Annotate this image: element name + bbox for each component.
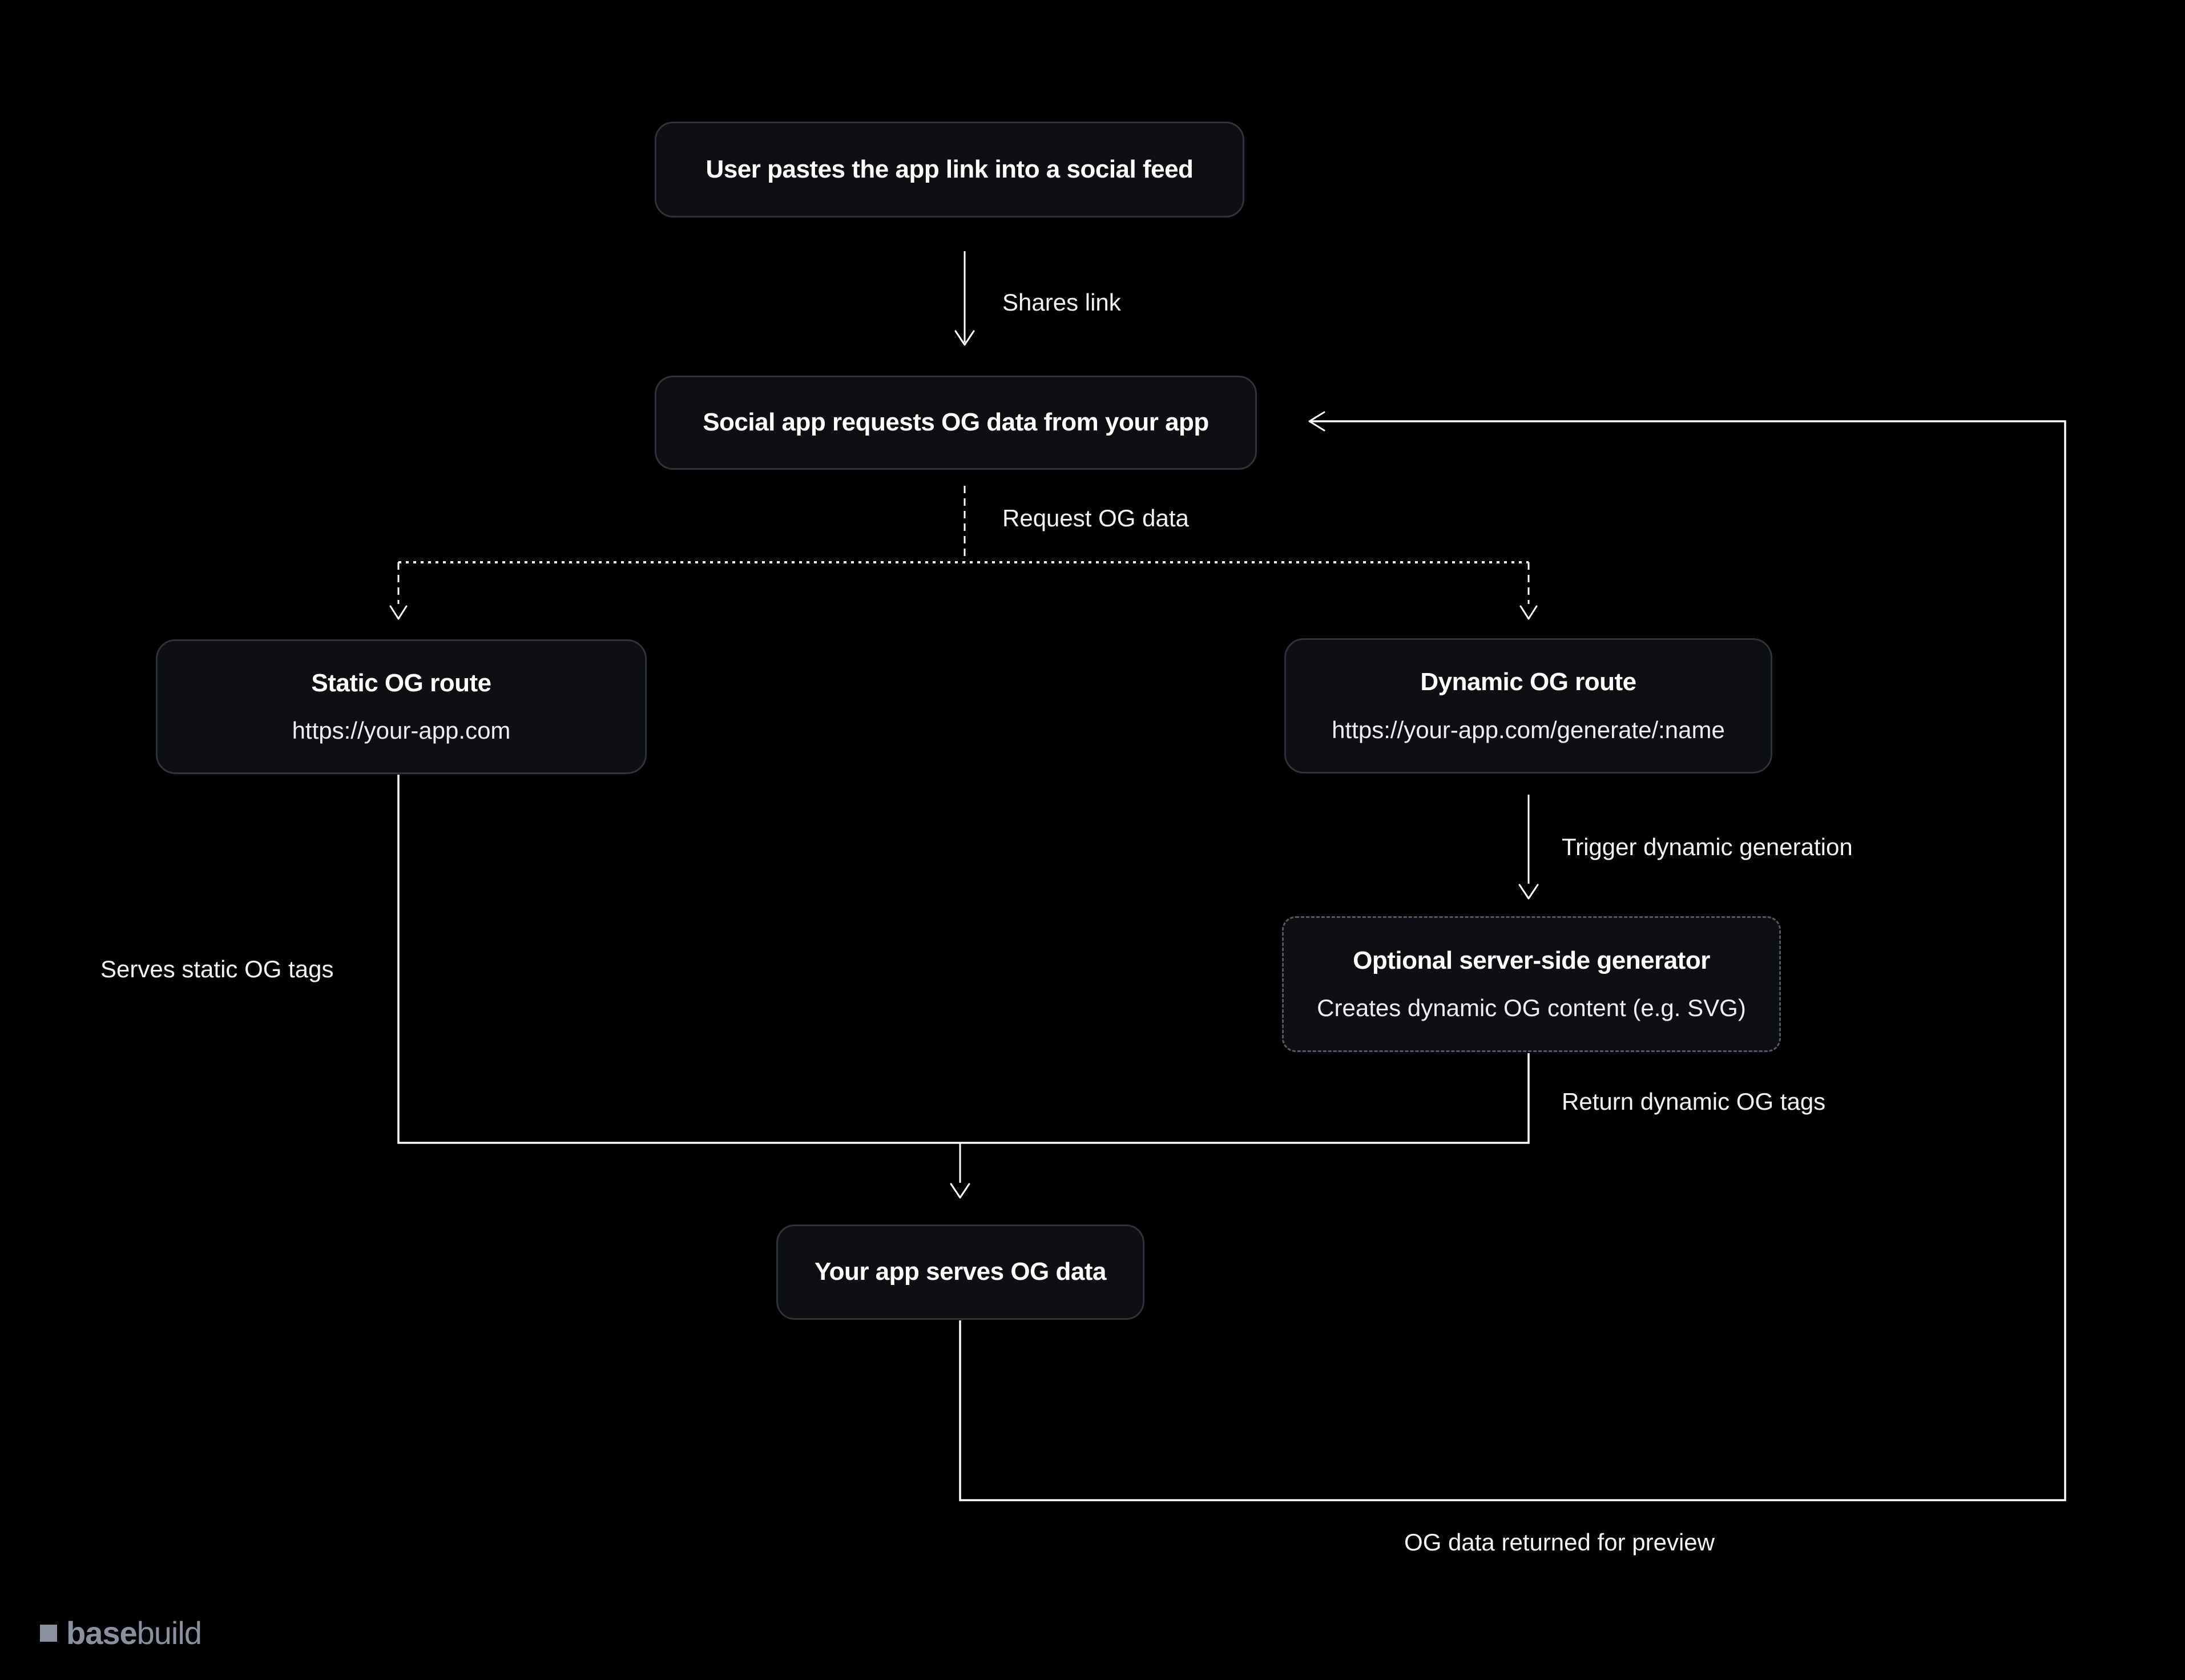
node-social-request-title: Social app requests OG data from your ap… — [703, 408, 1209, 437]
label-return-dynamic: Return dynamic OG tags — [1562, 1088, 1826, 1115]
brand-name-bold: base — [66, 1615, 138, 1651]
label-trigger-dynamic: Trigger dynamic generation — [1562, 833, 1853, 860]
node-serve-og: Your app serves OG data — [776, 1224, 1144, 1320]
node-static-route: Static OG route https://your-app.com — [156, 639, 647, 774]
brand-logo: base build — [40, 1615, 202, 1651]
edge-merge-path — [397, 775, 1530, 1144]
node-static-route-url: https://your-app.com — [292, 717, 511, 744]
node-server-generator-desc: Creates dynamic OG content (e.g. SVG) — [1317, 994, 1746, 1022]
edge-serve-arrowhead — [950, 1183, 970, 1199]
node-dynamic-route-url: https://your-app.com/generate/:name — [1332, 716, 1725, 743]
edge-trigger-arrowhead — [1518, 884, 1539, 900]
node-serve-og-title: Your app serves OG data — [815, 1258, 1106, 1286]
edge-branch-dynamic-arrowhead — [1519, 605, 1538, 620]
node-social-request: Social app requests OG data from your ap… — [655, 376, 1257, 470]
node-user-paste-title: User pastes the app link into a social f… — [706, 155, 1194, 183]
brand-name-light: build — [136, 1615, 202, 1651]
edge-feedback-arrowhead — [1308, 411, 1325, 432]
node-dynamic-route-title: Dynamic OG route — [1420, 668, 1636, 696]
node-server-generator: Optional server-side generator Creates d… — [1282, 916, 1781, 1052]
node-user-paste: User pastes the app link into a social f… — [655, 122, 1244, 217]
edge-branch-static-arrowhead — [389, 605, 408, 620]
brand-square-icon — [40, 1625, 57, 1642]
edge-feedback-path — [959, 420, 2066, 1501]
node-server-generator-title: Optional server-side generator — [1353, 946, 1710, 974]
node-static-route-title: Static OG route — [311, 668, 491, 697]
label-shares-link: Shares link — [1002, 289, 1121, 316]
label-serves-static: Serves static OG tags — [100, 956, 334, 982]
label-request-og-data: Request OG data — [1002, 505, 1189, 531]
node-dynamic-route: Dynamic OG route https://your-app.com/ge… — [1284, 638, 1772, 773]
label-og-returned: OG data returned for preview — [1404, 1529, 1715, 1556]
edge-shares-link-arrowhead — [954, 330, 975, 346]
